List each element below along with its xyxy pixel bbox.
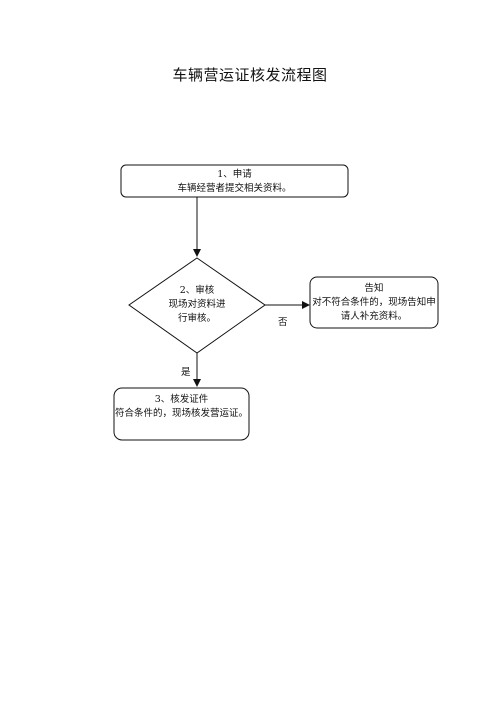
apply-body: 车辆经营者提交相关资料。 bbox=[177, 183, 292, 194]
notify-box bbox=[309, 276, 439, 329]
yes-label: 是 bbox=[181, 367, 191, 378]
notify-heading: 告知 bbox=[364, 283, 384, 294]
no-label: 否 bbox=[278, 317, 288, 328]
review-line1: 2、审核 bbox=[179, 285, 215, 296]
apply-text: 1、申请 车辆经营者提交相关资料。 bbox=[121, 168, 348, 196]
review-line3: 行审核。 bbox=[177, 313, 216, 324]
issue-body: 符合条件的，现场核发营运证。 bbox=[114, 408, 248, 419]
review-text: 2、审核 现场对资料进 行审核。 bbox=[147, 284, 247, 326]
page-title: 车辆营运证核发流程图 bbox=[172, 66, 328, 84]
notify-line2: 请人补充资料。 bbox=[340, 311, 408, 322]
issue-text: 3、核发证件 符合条件的，现场核发营运证。 bbox=[114, 393, 249, 421]
notify-line1: 对不符合条件的，现场告知申 bbox=[312, 297, 436, 308]
apply-box bbox=[120, 164, 349, 198]
issue-heading: 3、核发证件 bbox=[154, 394, 209, 405]
review-line2: 现场对资料进 bbox=[168, 299, 226, 310]
issue-box bbox=[113, 387, 250, 441]
notify-text: 告知 对不符合条件的，现场告知申 请人补充资料。 bbox=[312, 282, 436, 324]
apply-heading: 1、申请 bbox=[217, 169, 252, 180]
